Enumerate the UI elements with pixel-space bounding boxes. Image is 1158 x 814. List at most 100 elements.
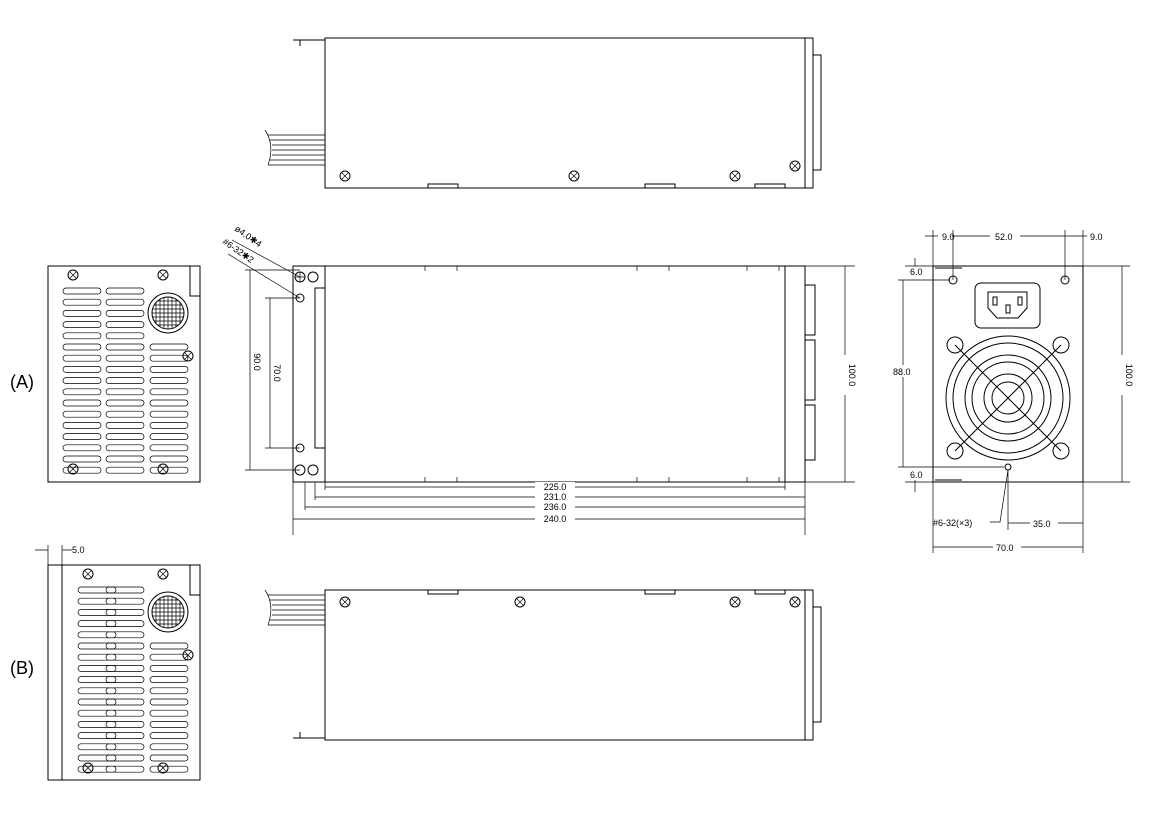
vent-slot — [149, 388, 189, 396]
vent-slot — [149, 433, 189, 440]
vent-slot — [105, 631, 145, 639]
vent-slot — [77, 709, 117, 717]
vent-slot — [77, 765, 117, 773]
screw-icon — [67, 463, 79, 475]
vent-slot — [149, 765, 189, 773]
vent-slot — [62, 422, 102, 429]
vent-slot — [105, 388, 145, 396]
vent-slot — [149, 709, 189, 717]
front-view-b: 5.0 — [35, 545, 201, 781]
vent-slot — [105, 354, 145, 362]
dim-70: 70.0 — [272, 364, 282, 382]
vent-slot — [149, 466, 189, 474]
vent-slot — [149, 354, 189, 362]
vent-slot — [149, 410, 189, 418]
vent-slot — [62, 388, 102, 396]
vent-slot — [149, 422, 189, 429]
screw-icon — [182, 350, 194, 362]
cable-bundle — [264, 129, 325, 166]
screw-icon — [157, 463, 169, 475]
vent-slot — [105, 642, 145, 650]
vent-slot — [105, 676, 145, 683]
dim-88: 88.0 — [893, 367, 911, 377]
dim-225: 225.0 — [544, 482, 567, 492]
vent-slot — [105, 586, 145, 594]
vent-slot — [105, 743, 145, 751]
vent-slot — [105, 366, 145, 373]
screw-icon — [182, 649, 194, 661]
vent-slot — [77, 732, 117, 739]
screw-icon — [82, 568, 94, 580]
vent-slot — [149, 642, 189, 650]
vent-slot — [149, 698, 189, 706]
vent-slot — [77, 698, 117, 706]
dim-5: 5.0 — [72, 545, 85, 555]
vent-slot — [105, 653, 145, 661]
dim-231: 231.0 — [544, 492, 567, 502]
front-view-a — [47, 265, 201, 483]
vent-slot — [149, 687, 189, 695]
vent-slot — [62, 332, 102, 340]
dim-6-bottom: 6.0 — [910, 470, 923, 480]
vent-slot — [62, 466, 102, 474]
vent-slot — [62, 399, 102, 407]
bottom-view — [264, 589, 822, 741]
vent-slot — [105, 343, 145, 351]
vent-slot — [105, 754, 145, 762]
screw-icon — [729, 170, 741, 182]
vent-slot — [77, 754, 117, 762]
screw-icon — [339, 596, 351, 608]
dim-100-side: 100.0 — [847, 364, 857, 387]
vent-slot — [105, 298, 145, 306]
dim-52: 52.0 — [995, 232, 1013, 242]
vent-slot — [105, 377, 145, 384]
vent-slot — [149, 455, 189, 463]
dim-240: 240.0 — [544, 514, 567, 524]
vent-slot — [62, 433, 102, 440]
cable-bundle — [264, 589, 325, 626]
vent-slot — [149, 444, 189, 452]
vent-slot — [105, 709, 145, 717]
vent-slot — [149, 754, 189, 762]
vent-slot — [105, 765, 145, 773]
vent-slot — [105, 698, 145, 706]
vent-slot — [62, 343, 102, 351]
dim-6-top: 6.0 — [910, 267, 923, 277]
vent-slot — [77, 665, 117, 672]
vent-slot — [105, 321, 145, 328]
vent-slot — [105, 433, 145, 440]
screw-icon — [339, 170, 351, 182]
vent-slot — [105, 597, 145, 605]
vent-slot — [62, 287, 102, 295]
fan-grille-icon — [147, 292, 189, 334]
vent-slot — [77, 687, 117, 695]
vent-slot — [77, 609, 117, 616]
vent-slot — [62, 321, 102, 328]
vent-slot — [105, 444, 145, 452]
vent-slot — [105, 466, 145, 474]
screw-icon — [82, 762, 94, 774]
vent-slot — [62, 444, 102, 452]
vent-slot — [105, 665, 145, 672]
vent-slot — [105, 687, 145, 695]
vent-slot — [105, 620, 145, 627]
screw-icon — [157, 269, 169, 281]
side-view: ø4.0✱4 #6-32✱2 90.0 70.0 100.0 225.0 231… — [221, 223, 857, 535]
screw-icon — [568, 170, 580, 182]
vent-slot — [105, 410, 145, 418]
vent-slot — [62, 310, 102, 317]
vent-slot — [105, 732, 145, 739]
vent-slot — [149, 377, 189, 384]
vent-slot — [149, 665, 189, 672]
vent-slot — [62, 377, 102, 384]
dim-35: 35.0 — [1033, 519, 1051, 529]
vent-slot — [105, 287, 145, 295]
vent-slot — [77, 631, 117, 639]
vent-slot — [105, 455, 145, 463]
vent-slot — [149, 743, 189, 751]
vent-slot — [62, 455, 102, 463]
fan-grille-icon — [147, 591, 189, 633]
vent-slot — [77, 586, 117, 594]
vent-slot — [77, 620, 117, 627]
screw-icon — [157, 568, 169, 580]
